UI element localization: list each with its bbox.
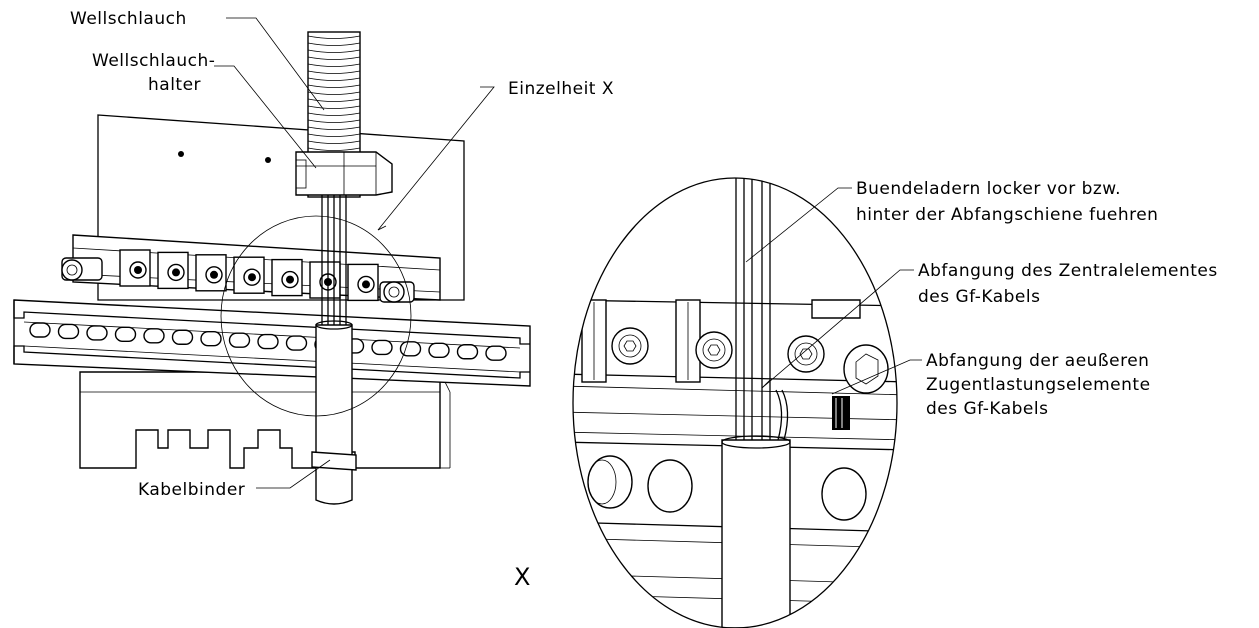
label-wellschlauchhalter-1: Wellschlauch- bbox=[92, 51, 215, 71]
clamp-rail bbox=[72, 234, 441, 302]
leader-lines bbox=[214, 17, 922, 489]
fibre-bundle bbox=[321, 195, 347, 325]
label-aeusseren-3: des Gf-Kabels bbox=[926, 399, 1048, 419]
hose-ring bbox=[307, 42, 361, 46]
rail-hole bbox=[371, 339, 393, 356]
detail-rail-hole-inner bbox=[587, 459, 617, 505]
detail-bolt-rim bbox=[794, 342, 818, 366]
detail-fibre-cable bbox=[721, 435, 791, 628]
label-einzelheit: Einzelheit X bbox=[508, 79, 614, 99]
rail-hole bbox=[285, 335, 308, 351]
detail-bolt-hex bbox=[799, 348, 813, 360]
hose-ring bbox=[307, 77, 361, 81]
label-buendeladern-2: hinter der Abfangschiene fuehren bbox=[856, 205, 1158, 225]
detail-fibre-bundle bbox=[735, 178, 789, 441]
rail-hole bbox=[257, 333, 279, 350]
hose-ring bbox=[307, 91, 361, 95]
hose-ring bbox=[307, 63, 361, 67]
hose-holder bbox=[295, 151, 393, 196]
detail-bolt bbox=[611, 327, 649, 365]
rail-hole bbox=[428, 342, 450, 358]
detail-bolt-rim bbox=[702, 338, 726, 362]
hose-ring bbox=[307, 112, 361, 116]
detail-x bbox=[518, 177, 898, 628]
clamp-bolt-socket bbox=[172, 268, 180, 277]
label-wellschlauchhalter-2: halter bbox=[148, 75, 201, 95]
outer-strain-bolt bbox=[832, 344, 889, 430]
clamp-bolt-socket bbox=[248, 273, 256, 282]
hose-ring bbox=[307, 147, 361, 151]
label-aeusseren-2: Zugentlastungselemente bbox=[926, 375, 1151, 395]
clamp-bolt-socket bbox=[362, 280, 370, 289]
hose-ring bbox=[307, 35, 361, 39]
hose-ring bbox=[307, 70, 361, 74]
hose-ring bbox=[307, 98, 361, 102]
hose-ring bbox=[307, 133, 361, 137]
hose-ring bbox=[307, 49, 361, 53]
rail-hole bbox=[57, 323, 80, 340]
rail-hole bbox=[228, 332, 251, 348]
rail-hole bbox=[456, 344, 479, 360]
plate-hole bbox=[178, 151, 184, 157]
label-detail-marker: X bbox=[514, 563, 530, 591]
detail-bolt bbox=[695, 331, 733, 369]
detail-clamp-strip bbox=[811, 299, 861, 319]
clamp-bolt-socket bbox=[286, 275, 294, 284]
detail-bolt-hex bbox=[707, 344, 721, 356]
assembly-overview bbox=[13, 31, 531, 505]
rail-hole bbox=[86, 325, 108, 341]
label-kabelbinder: Kabelbinder bbox=[138, 480, 245, 500]
label-zentral-1: Abfangung des Zentralelementes bbox=[918, 261, 1218, 281]
hose-ring bbox=[307, 105, 361, 109]
rail-hole bbox=[143, 328, 165, 344]
label-aeusseren-1: Abfangung der aeußeren bbox=[926, 351, 1149, 371]
detail-bolt bbox=[787, 335, 825, 373]
lower-bracket bbox=[79, 371, 441, 469]
rail-hole bbox=[200, 331, 222, 347]
detail-circle-outline bbox=[572, 177, 898, 628]
hose-ring bbox=[307, 56, 361, 60]
hose-ring bbox=[307, 119, 361, 123]
hose-ring bbox=[307, 84, 361, 88]
rail-bolt-left bbox=[61, 257, 103, 281]
label-wellschlauch: Wellschlauch bbox=[70, 9, 187, 29]
label-buendeladern-1: Buendeladern locker vor bzw. bbox=[856, 179, 1121, 199]
fibre-cable bbox=[315, 320, 353, 505]
detail-bolt-hex bbox=[623, 340, 637, 352]
rail-hole bbox=[114, 326, 137, 343]
rail-bolt-right bbox=[379, 281, 415, 303]
plate-hole bbox=[265, 157, 271, 163]
label-zentral-2: des Gf-Kabels bbox=[918, 287, 1040, 307]
clamp-bolt-socket bbox=[210, 270, 218, 279]
detail-rail-hole bbox=[647, 459, 693, 513]
rail-hole bbox=[485, 345, 507, 361]
detail-circle bbox=[220, 215, 412, 417]
hose-ring bbox=[307, 126, 361, 130]
detail-rail-hole bbox=[821, 467, 867, 521]
hose-ring bbox=[307, 140, 361, 144]
rail-hole bbox=[171, 329, 194, 345]
cable-tie bbox=[311, 451, 357, 471]
detail-bolt-rim bbox=[618, 334, 642, 358]
labels: Wellschlauch Wellschlauch- halter Einzel… bbox=[70, 9, 1218, 591]
detail-rail-hole bbox=[518, 452, 562, 504]
rail-hole bbox=[399, 341, 422, 357]
clamp-bolt-socket bbox=[134, 266, 142, 274]
rail-hole bbox=[29, 322, 51, 338]
